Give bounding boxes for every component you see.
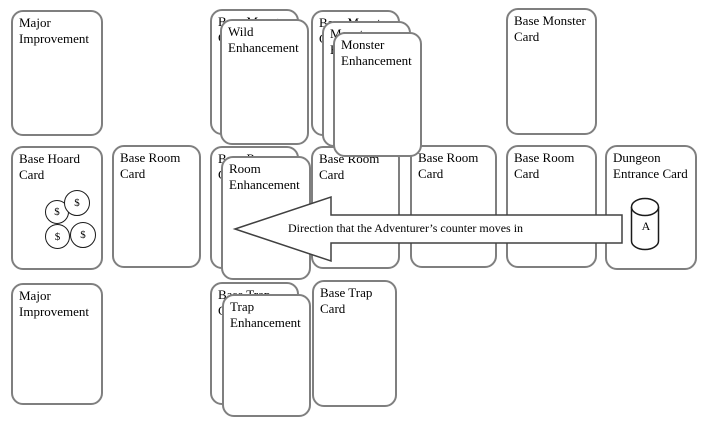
coin-dollar-glyph: $ [54,230,61,243]
card-base-room-1: Base Room Card [112,145,201,268]
card-base-room-4: Base Room Card [506,145,597,268]
card-label: Base Room Card [418,150,479,181]
card-label: Base Room Card [120,150,181,181]
card-label: Dungeon Entrance Card [613,150,688,181]
card-base-monster: Base Monster Card [506,8,597,135]
coin-dollar-glyph: $ [80,229,86,241]
card-label: Trap Enhancement [230,299,301,330]
card-wild-enhancement: Wild Enhancement [220,19,309,145]
card-base-room-3: Base Room Card [410,145,497,268]
card-room-enhancement: Room Enhancement [221,156,311,280]
coin-dollar-glyph: $ [54,206,60,218]
card-monster-enhancement: Monster Enhancement [333,32,422,157]
card-label: Room Enhancement [229,161,300,192]
coin: $ [64,190,90,216]
card-label: Wild Enhancement [228,24,299,55]
card-label: Major Improvement [19,15,90,46]
card-base-trap: Base Trap Card [312,280,397,407]
card-label: Monster Enhancement [341,37,412,68]
card-label: Base Room Card [514,150,575,181]
card-trap-enhancement: Trap Enhancement [222,294,311,417]
card-label: Base Hoard Card [19,151,81,182]
coin: $ [70,222,96,248]
card-dungeon-entrance: Dungeon Entrance Card [605,145,697,270]
coin: $ [45,224,70,249]
card-major-improvement-bottom: Major Improvement [11,283,103,405]
direction-arrow-label: Direction that the Adventurer’s counter … [288,221,524,235]
card-label: Major Improvement [19,288,90,319]
coin-dollar-glyph: $ [74,197,80,209]
card-label: Base Trap Card [320,285,373,316]
card-label: Base Monster Card [514,13,586,44]
card-base-room-2: Base Room Card [311,146,400,269]
adventurer-counter-letter: A [641,219,651,233]
card-major-improvement-top: Major Improvement [11,10,103,136]
